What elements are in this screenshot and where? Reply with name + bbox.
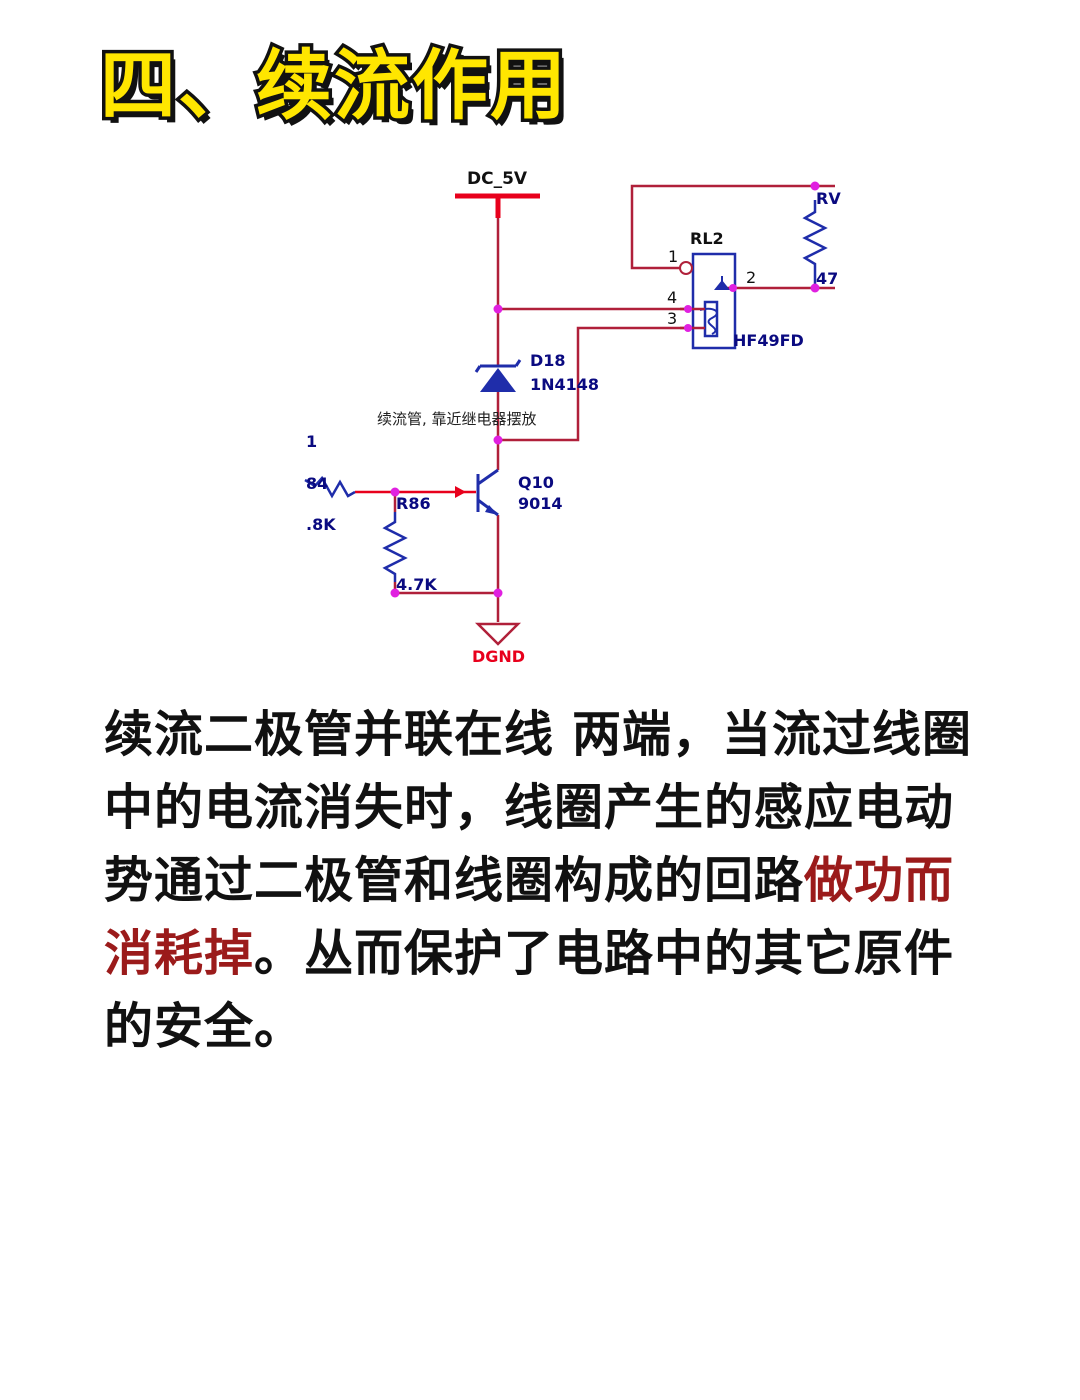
relay-coil-winding [699, 307, 718, 335]
nodes [390, 181, 820, 598]
node-gnd-left [390, 588, 400, 598]
label-pin4: 4 [667, 288, 677, 307]
relay-rl2 [679, 252, 737, 350]
node-pin2 [729, 284, 737, 292]
resistor-r84 [304, 475, 356, 499]
label-diode-part: 1N4148 [530, 375, 599, 394]
wire-pin1-loop [630, 184, 815, 270]
label-pin3: 3 [667, 309, 677, 328]
base-arrow-icon [455, 486, 466, 498]
body-text-part2: 。丛而保护了电路中的其它原件的安全。 [104, 925, 955, 1055]
label-left-8k: .8K [306, 515, 336, 534]
transistor-q10 [455, 468, 499, 517]
label-relay-ref: RL2 [690, 229, 724, 248]
relay-coil [703, 300, 719, 338]
node-base [390, 487, 400, 497]
node-gnd-right [493, 588, 503, 598]
body-text: 续流二极管并联在线 两端，当流过线圈中的电流消失时，线圈产生的感应电动势通过二极… [104, 698, 984, 1063]
diode-bar [474, 359, 522, 373]
diode-d18 [474, 359, 522, 392]
label-note: 续流管, 靠近继电器摆放 [377, 410, 537, 428]
resistors [304, 200, 828, 582]
wire-pin3 [498, 326, 693, 442]
label-pin1: 1 [668, 247, 678, 266]
wires [355, 184, 835, 622]
label-q-part: 9014 [518, 494, 563, 513]
label-r86: R86 [396, 494, 431, 513]
relay-pin1-circle [679, 261, 693, 275]
node-pin3 [684, 324, 692, 332]
node-rv-bottom [810, 283, 820, 293]
label-rv: RV [816, 189, 841, 208]
node-diode-bottom [493, 435, 503, 445]
label-r47: 47 [816, 269, 838, 288]
node-rv-top [810, 181, 820, 191]
label-pin2: 2 [746, 268, 756, 287]
ground-icon [474, 622, 522, 646]
label-q-ref: Q10 [518, 473, 554, 492]
body-text-part1: 续流二极管并联在线 两端，当流过线圈中的电流消失时，线圈产生的感应电动势通过二极… [104, 706, 973, 909]
node-pin4 [684, 305, 692, 313]
label-gnd: DGND [472, 647, 525, 666]
label-r86-val: 4.7K [396, 575, 437, 594]
transistor-emitter-arrow [485, 505, 498, 515]
resistor-rv [802, 200, 828, 288]
label-diode-ref: D18 [530, 351, 566, 370]
transistor-collector [477, 468, 499, 486]
diode-triangle [480, 368, 516, 392]
resistor-r86 [382, 512, 408, 582]
node-dc [493, 304, 503, 314]
label-dc: DC_5V [467, 169, 528, 189]
relay-body [691, 252, 737, 350]
label-left-84: 84 [306, 474, 328, 493]
body-text-highlight: 做功而消耗掉 [104, 852, 955, 982]
circuit-diagram: DC_5V RL2 HF49FD 1 2 4 3 RV 47 D18 1N414… [300, 160, 860, 670]
page-title: 四、续流作用 [97, 41, 570, 130]
label-left-1: 1 [306, 432, 317, 451]
label-relay-part: HF49FD [733, 331, 804, 350]
